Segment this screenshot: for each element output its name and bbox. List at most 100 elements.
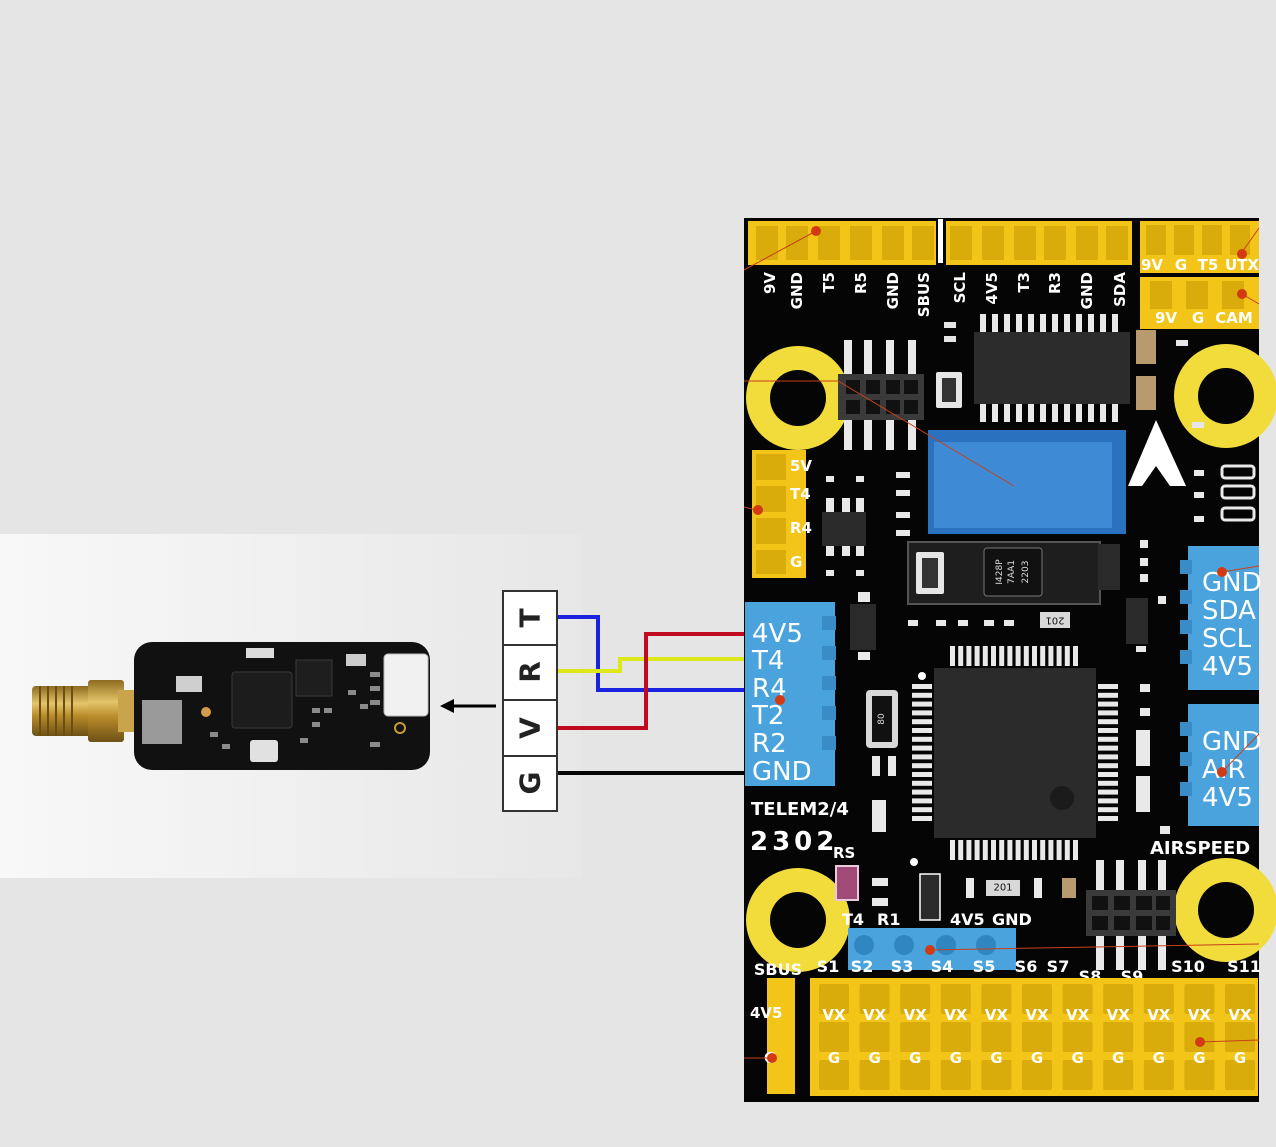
top-right-pin-g: G	[1175, 256, 1187, 274]
servo-g-label: G	[1071, 1049, 1083, 1067]
top-right-pin-t5: T5	[1198, 256, 1219, 274]
telem-pin-gnd: GND	[752, 757, 812, 787]
top-pin-gnd-1: GND	[788, 272, 806, 309]
lower-components: 80 201	[866, 684, 1176, 970]
board-number-sub: RS	[833, 844, 855, 862]
top-pin-gnd-2: GND	[884, 272, 902, 309]
servo-vx-label: VX	[863, 1006, 887, 1024]
mounting-holes	[746, 344, 1276, 972]
wires	[557, 615, 745, 775]
connector-pin-r: R	[514, 661, 547, 683]
connector-pin-v: V	[514, 717, 547, 739]
telem-pin-4v5: 4V5	[752, 619, 803, 649]
top-pin-r3: R3	[1046, 272, 1064, 294]
wire-blue-t-to-r4	[557, 615, 745, 692]
pad-label-t4: T4	[842, 910, 864, 929]
top-header-mid: SCL 4V5 T3 R3 GND SDA	[946, 221, 1132, 309]
pad-label-r1: R1	[877, 910, 900, 929]
sma-connector-icon	[32, 680, 140, 742]
top-pin-t3: T3	[1015, 272, 1033, 293]
servo-channel-label: S6	[1015, 957, 1038, 976]
servo-channel-label: S1	[817, 957, 840, 976]
servo-g-label: G	[950, 1049, 962, 1067]
servo-channel-label: S4	[931, 957, 954, 976]
top-pin-4v5: 4V5	[983, 272, 1001, 304]
servo-g-label: G	[1112, 1049, 1124, 1067]
pad-label-gnd: GND	[992, 910, 1032, 929]
left-pin-5v: 5V	[790, 457, 812, 475]
resistor-marking-2: 201	[993, 883, 1012, 894]
servo-channel-label: S3	[891, 957, 914, 976]
airspeed-pin-4v5: 4V5	[1202, 783, 1253, 813]
telem-pin-t2: T2	[751, 701, 784, 731]
servo-vx-label: VX	[822, 1006, 846, 1024]
servo-g-label: G	[990, 1049, 1002, 1067]
servo-vx-label: VX	[1188, 1006, 1212, 1024]
brand-logo-icon	[1128, 420, 1186, 486]
top-header-left: 9V GND T5 R5 GND SBUS	[748, 221, 936, 317]
top-pin-t5: T5	[820, 272, 838, 293]
resistor-marking-1: 201	[1045, 615, 1064, 626]
servo-vx-label: VX	[1228, 1006, 1252, 1024]
servo-vx-label: VX	[904, 1006, 928, 1024]
servo-channel-label: S7	[1047, 957, 1070, 976]
top-pin-gnd-3: GND	[1078, 272, 1096, 309]
i2c-pin-gnd: GND	[1202, 568, 1262, 598]
servo-g-label: G	[1234, 1049, 1246, 1067]
servo-g-label: G	[1193, 1049, 1205, 1067]
top-pin-9v: 9V	[761, 272, 779, 294]
top-pin-sbus: SBUS	[915, 272, 933, 317]
servo-g-label: G	[1153, 1049, 1165, 1067]
servo-vx-label: VX	[1066, 1006, 1090, 1024]
left-pin-r4: R4	[790, 519, 812, 537]
left-pin-t4: T4	[790, 485, 811, 503]
wire-yellow-r-to-t4	[557, 657, 745, 673]
chip-marking-a: I428P	[995, 559, 1005, 585]
vtx-module	[32, 642, 430, 770]
servo-vx-label: VX	[1107, 1006, 1131, 1024]
servo-channel-label: S5	[973, 957, 996, 976]
flight-controller-board: 9V GND T5 R5 GND SBUS SCL 4V5 T3 R3 GND …	[743, 218, 1276, 1102]
servo-channel-label: S11	[1227, 957, 1261, 976]
top-right-pin-9v: 9V	[1141, 256, 1163, 274]
cam-pin-g: G	[1192, 309, 1204, 327]
telem-connector: 4V5 T4 R4 T2 R2 GND	[745, 602, 836, 787]
top-pin-sda: SDA	[1111, 272, 1129, 307]
servo-g-label: G	[909, 1049, 921, 1067]
servo-g-label: G	[828, 1049, 840, 1067]
i2c-pin-4v5: 4V5	[1202, 652, 1253, 682]
servo-channel-label: S10	[1171, 957, 1205, 976]
servo-g-label: G	[1031, 1049, 1043, 1067]
airspeed-label: AIRSPEED	[1150, 838, 1250, 859]
telem-label: TELEM2/4	[751, 799, 849, 820]
cam-pin-cam: CAM	[1215, 309, 1253, 327]
servo-channel-label: S2	[851, 957, 874, 976]
mid-components: I428P 7AA1 2203 201	[822, 472, 1166, 660]
servo-vx-label: VX	[1147, 1006, 1171, 1024]
cam-pin-9v: 9V	[1155, 309, 1177, 327]
servo-channel-label: SBUS	[754, 960, 802, 979]
top-right-pin-utx: UTX	[1225, 256, 1259, 274]
airspeed-connector: GND AIR 4V5	[1180, 704, 1262, 826]
top-pin-r5: R5	[852, 272, 870, 294]
i2c-pin-scl: SCL	[1202, 624, 1252, 654]
board-number: 2302	[750, 827, 838, 857]
servo-g-label: G	[868, 1049, 880, 1067]
crystal-marking: 80	[877, 713, 887, 725]
top-pin-scl: SCL	[951, 272, 969, 304]
servo-left-4v5: 4V5	[750, 1004, 782, 1022]
pad-label-4v5: 4V5	[950, 910, 985, 929]
servo-vx-label: VX	[985, 1006, 1009, 1024]
chip-marking-b: 7AA1	[1007, 560, 1017, 584]
leader-dots	[753, 226, 1247, 1063]
servo-vx-label: VX	[944, 1006, 968, 1024]
top-header-right: 9V G T5 UTX 9V G CAM	[1140, 221, 1259, 329]
arrow-left-icon	[440, 699, 496, 713]
upper-components	[838, 314, 1256, 534]
airspeed-pin-gnd: GND	[1202, 727, 1262, 757]
main-mcu-chip	[912, 646, 1118, 860]
telem-pin-r2: R2	[752, 729, 787, 759]
